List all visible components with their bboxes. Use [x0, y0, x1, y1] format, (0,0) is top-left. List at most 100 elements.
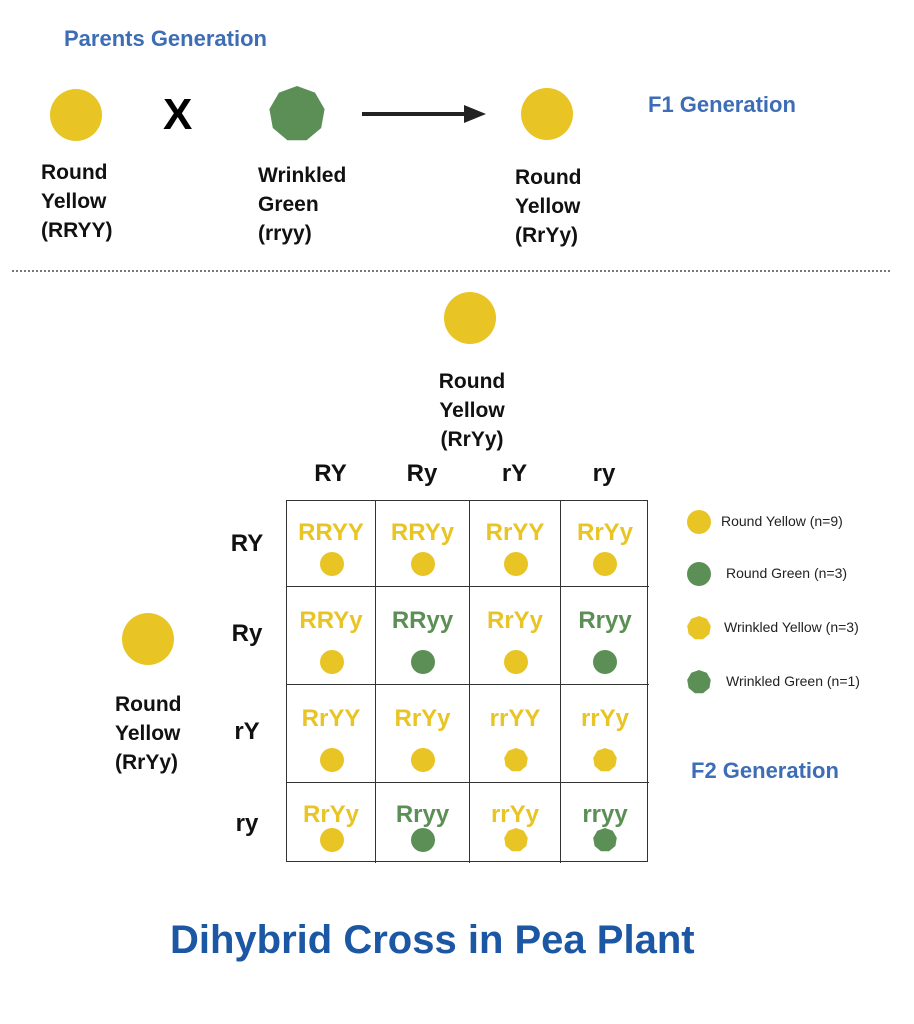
punnett-cell: RrYy	[561, 501, 649, 587]
pea-shape	[319, 552, 344, 576]
pea-shape	[319, 748, 344, 772]
section-divider	[12, 270, 890, 272]
punnett-cell: Rryy	[561, 587, 649, 685]
legend-label: Wrinkled Yellow (n=3)	[724, 619, 859, 635]
punnett-cell: RRYY	[287, 501, 376, 587]
genotype-label: Rryy	[578, 607, 632, 634]
pea-shape	[319, 828, 344, 852]
legend-label: Round Green (n=3)	[726, 565, 848, 581]
round-yellow-pea-icon	[503, 650, 528, 674]
punnett-cell: RRyy	[376, 587, 470, 685]
f2-top-parent-label-line: Round	[438, 370, 506, 393]
cross-symbol: X	[163, 90, 193, 139]
legend-label: Wrinkled Green (n=1)	[726, 673, 860, 689]
round-green-pea-icon	[411, 828, 435, 852]
genotype-label: RRyy	[391, 607, 454, 634]
column-gamete-header: rY	[501, 460, 528, 487]
pea-shape	[687, 562, 711, 586]
column-gamete-header: RY	[314, 460, 347, 487]
round-green-pea-icon	[411, 650, 435, 674]
pea-shape	[503, 650, 528, 674]
punnett-cell: rrYy	[470, 783, 561, 863]
genotype-label: RrYy	[302, 801, 360, 828]
pea-shape	[593, 828, 617, 852]
pea-shape	[593, 552, 617, 576]
f2-top-parent-pea-icon	[444, 292, 496, 344]
arrow-right-icon	[362, 105, 486, 123]
pea-shape	[319, 650, 344, 674]
legend-round-yellow-pea-icon	[687, 510, 711, 534]
row-gamete-header: Ry	[231, 620, 263, 647]
f1-generation-heading: F1 Generation	[648, 92, 796, 117]
genotype-label: RRYy	[390, 519, 455, 546]
round-green-pea-icon	[593, 650, 617, 674]
punnett-cell: Rryy	[376, 783, 470, 863]
f2-top-parent-label-line: (RrYy)	[440, 428, 504, 451]
f2-generation-heading: F2 Generation	[691, 758, 839, 783]
genotype-label: RrYY	[485, 519, 545, 546]
punnett-cell: rrYy	[561, 685, 649, 783]
parent2-label-line: (rryy)	[258, 222, 312, 245]
punnett-cell: RrYy	[287, 783, 376, 863]
parent1-label: Round Yellow (RRYY)	[41, 158, 113, 245]
genotype-label: RrYy	[486, 607, 544, 634]
f2-left-parent-label: Round Yellow (RrYy)	[115, 690, 181, 777]
genotype-label: rryy	[582, 801, 628, 828]
parent2-wrinkled-green-pea-icon	[269, 86, 325, 141]
f2-top-parent-label: Round Yellow (RrYy)	[420, 367, 524, 454]
pea-shape	[411, 650, 435, 674]
legend-round-green-pea-icon	[687, 562, 711, 586]
column-gamete-header: Ry	[406, 460, 438, 487]
round-yellow-pea-icon	[319, 650, 344, 674]
punnett-cell: rrYY	[470, 685, 561, 783]
legend-wrinkled-green-pea-icon	[687, 670, 711, 694]
parent1-label-line: Yellow	[41, 190, 107, 213]
pea-shape	[50, 89, 102, 141]
parent2-label-line: Wrinkled	[258, 164, 347, 187]
pea-shape	[122, 613, 174, 665]
wrinkled-yellow-pea-icon	[503, 828, 528, 852]
parent2-label: Wrinkled Green (rryy)	[258, 161, 346, 248]
row-gamete-header: RY	[230, 530, 264, 557]
pea-shape	[411, 828, 435, 852]
column-gamete-header: ry	[592, 460, 616, 487]
punnett-cell: RRYy	[287, 587, 376, 685]
pea-shape	[444, 292, 496, 344]
pea-shape	[687, 616, 711, 640]
round-yellow-pea-icon	[411, 748, 435, 772]
f2-left-parent-label-line: (RrYy)	[115, 751, 179, 774]
f1-label-line: Round	[515, 166, 582, 189]
pea-shape	[269, 86, 325, 141]
pea-shape	[503, 828, 528, 852]
f1-label-line: Yellow	[515, 195, 581, 218]
genotype-label: rrYY	[489, 705, 541, 732]
round-yellow-pea-icon	[593, 552, 617, 576]
f1-label-line: (RrYy)	[515, 224, 579, 247]
genotype-label: RrYy	[576, 519, 634, 546]
punnett-cell: RRYy	[376, 501, 470, 587]
f1-round-yellow-pea-icon	[521, 88, 573, 140]
round-yellow-pea-icon	[411, 552, 435, 576]
punnett-cell: RrYY	[287, 685, 376, 783]
pea-shape	[687, 510, 711, 534]
pea-shape	[411, 552, 435, 576]
pea-shape	[687, 670, 711, 694]
punnett-cell: RrYy	[376, 685, 470, 783]
wrinkled-green-pea-icon	[593, 828, 617, 852]
genotype-label: rrYy	[490, 801, 540, 828]
genotype-label: RrYy	[394, 705, 451, 732]
pea-shape	[411, 748, 435, 772]
f2-left-parent-label-line: Yellow	[115, 722, 181, 745]
genotype-label: Rryy	[395, 801, 450, 828]
pea-shape	[503, 552, 528, 576]
round-yellow-pea-icon	[503, 552, 528, 576]
genotype-label: rrYy	[580, 705, 630, 732]
parent1-round-yellow-pea-icon	[50, 89, 102, 141]
parents-generation-heading: Parents Generation	[64, 26, 267, 51]
pea-shape	[503, 748, 528, 772]
round-yellow-pea-icon	[319, 552, 344, 576]
f2-top-parent-label-line: Yellow	[439, 399, 505, 422]
punnett-cell: rryy	[561, 783, 649, 863]
f2-left-parent-label-line: Round	[115, 693, 182, 716]
